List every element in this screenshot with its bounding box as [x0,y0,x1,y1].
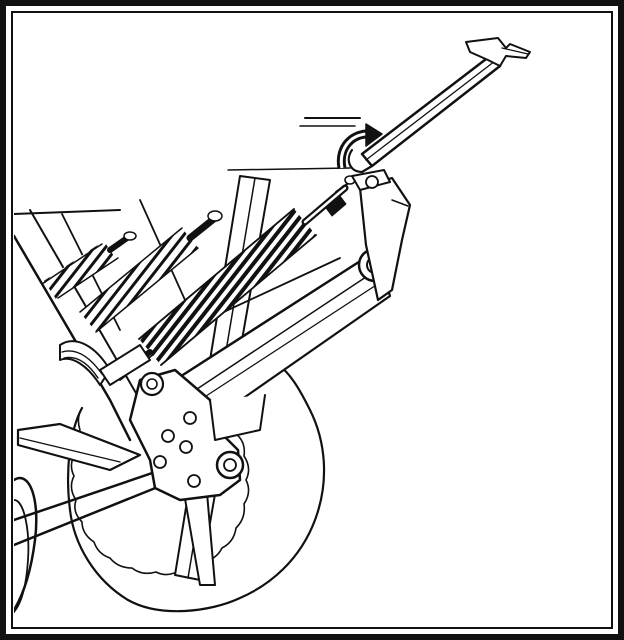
main-arm-edge [187,272,373,396]
pivot-bracket-edge [391,199,409,207]
ground-line-mid [227,167,351,171]
spring-rod-nut [325,195,347,217]
adjusting-wrench [360,37,531,168]
bolt-top [139,371,165,397]
wheel-scalloped-edge [70,407,250,576]
runner-foot-line [19,437,121,463]
rear-spring-1 [41,231,137,300]
runner-foot [16,422,142,472]
adjuster-nut-center [365,175,379,189]
inner-border [11,11,613,629]
rear-spring-2 [79,210,223,333]
frame-bar-left [14,234,132,442]
main-spring [99,208,317,386]
bolt-large [215,450,245,480]
rotation-arrow [336,123,383,169]
pivot-bracket [358,176,412,302]
left-disc-edge [14,476,38,612]
spring-mount-hatch [61,350,103,379]
small-bolts [153,411,201,488]
plate-slot [209,394,266,441]
spring-rod-highlight [303,186,347,224]
left-disc-edge-2 [14,499,30,613]
wrench-socket [347,148,374,174]
main-spring-lower-seat [99,344,151,386]
